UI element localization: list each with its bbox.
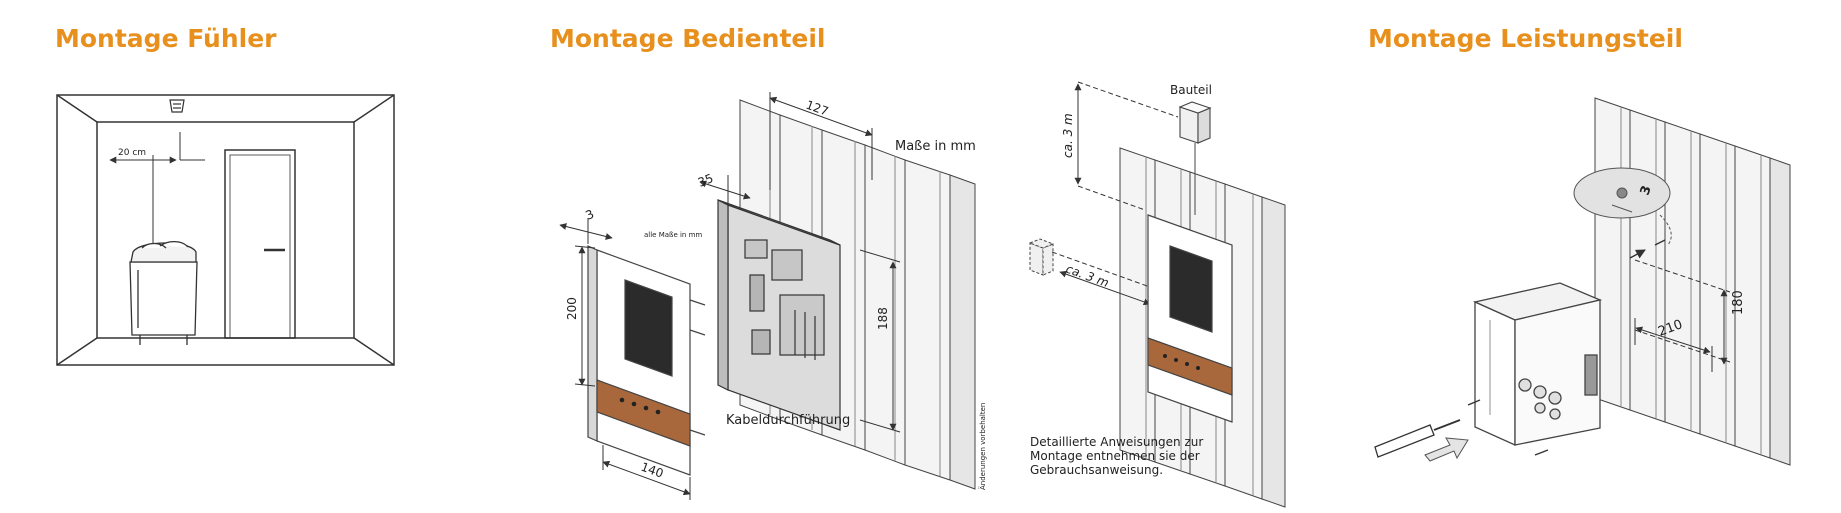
- dimension-210: [1634, 318, 1713, 372]
- sensor-distance-dimension: [109, 132, 205, 250]
- room-outer-frame: [56, 94, 395, 366]
- all-dimensions-note: alle Maße in mm: [644, 231, 702, 239]
- dimension-35: [699, 175, 751, 205]
- distance-3m-horizontal-label: ca. 3 m: [1064, 262, 1111, 290]
- screw-detail-callout: [1573, 167, 1672, 246]
- panel-control-strip: [596, 379, 691, 447]
- cable-passage-label: Kabeldurchführung: [726, 413, 850, 428]
- installation-note-line-3: Gebrauchsanweisung.: [1030, 463, 1163, 477]
- power-unit-housing: [1472, 282, 1603, 447]
- dimension-35-label: 35: [696, 171, 715, 190]
- installation-note: Detaillierte Anweisungen zur Montage ent…: [1030, 435, 1203, 477]
- panel-display-screen: [624, 279, 673, 377]
- sauna-door-illustration: [224, 149, 296, 339]
- panel-button-icons: [619, 397, 661, 415]
- dimension-3-label-bedienteil: 3: [583, 207, 596, 223]
- middle-control-panel: [1147, 214, 1233, 423]
- heading-montage-bedienteil: Montage Bedienteil: [550, 24, 826, 53]
- temperature-sensor-icon: [169, 99, 185, 113]
- sensor-distance-label: 20 cm: [118, 148, 146, 158]
- insert-direction-arrow: [1424, 437, 1469, 462]
- unit-note-label: Maße in mm: [895, 139, 976, 154]
- sensor-box-left: [1028, 238, 1055, 276]
- installation-note-line-2: Montage entnehmen sie der: [1030, 449, 1200, 463]
- sauna-heater-icon: [129, 240, 198, 345]
- distance-3m-vertical-label: ca. 3 m: [1061, 113, 1075, 158]
- dimension-200-label: 200: [565, 297, 579, 320]
- installation-note-line-1: Detaillierte Anweisungen zur: [1030, 435, 1203, 449]
- screwdriver-icon: [1374, 419, 1461, 458]
- component-label: Bauteil: [1170, 83, 1212, 97]
- dimension-188: [859, 249, 901, 433]
- dimension-140: [602, 445, 691, 500]
- dimension-3-bedienteil: [559, 218, 613, 244]
- dimension-200: [574, 245, 596, 387]
- distance-3m-vertical: [1074, 81, 1179, 211]
- dimension-180-label: 180: [1731, 290, 1746, 315]
- wall-panels-leistungsteil: [1594, 97, 1791, 466]
- distance-3m-horizontal: [1051, 251, 1151, 306]
- mounting-box-illustration: [717, 199, 841, 431]
- dimension-127-label: 127: [804, 98, 830, 119]
- changes-reserved-note: Änderungen vorbehalten: [978, 403, 987, 490]
- control-panel-illustration: [587, 245, 706, 476]
- dimension-188-label: 188: [876, 307, 890, 330]
- heading-montage-fuehler: Montage Fühler: [55, 24, 277, 53]
- component-box-bauteil: [1178, 101, 1212, 215]
- dimension-127: [769, 92, 873, 190]
- loose-screws: [1467, 399, 1549, 456]
- heading-montage-leistungsteil: Montage Leistungsteil: [1368, 24, 1683, 53]
- mounting-screws: [1629, 239, 1666, 259]
